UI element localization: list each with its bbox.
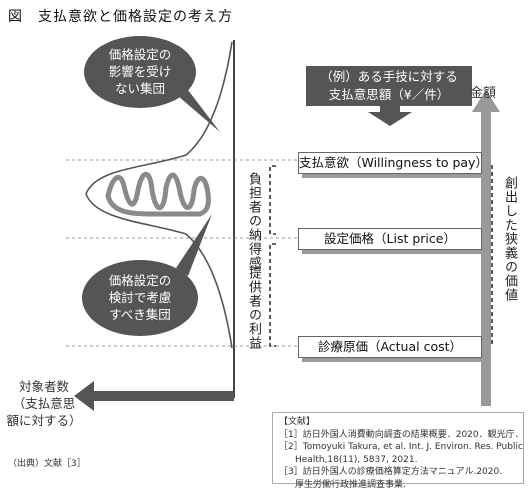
scribble-zone <box>105 171 211 217</box>
speech-bubble-top-tail <box>178 90 220 132</box>
bubble-top-text: 価格設定の 影響を受け ない集団 <box>108 47 172 96</box>
references-box: 【文献】 ［1］訪日外国人消費動向調査の結果概要．2020．観光庁． ［2］To… <box>272 412 524 490</box>
reference-3: ［3］訪日外国人の診療価格算定方法マニュアル.2020. <box>279 467 503 477</box>
amount-axis-arrowhead <box>472 90 500 112</box>
x-axis-label: 対象者数 （支払意思 額に対する） <box>6 379 82 428</box>
bracket-rieki <box>269 243 276 347</box>
down-arrow <box>368 102 412 126</box>
source-note: （出典）文献［3］ <box>8 459 86 469</box>
label-rieki: 提供者の利益 <box>246 266 261 350</box>
distribution-curve <box>85 41 233 349</box>
speech-bubble-bottom-tail <box>176 214 212 276</box>
bubble-bottom-text: 価格設定の 検討で考慮 すべき集団 <box>108 273 172 322</box>
label-nattoku: 負担者の納得感 <box>246 172 261 270</box>
amount-axis <box>481 110 491 406</box>
reference-2: ［2］Tomoyuki Takura, et al. Int. J. Envir… <box>279 442 523 452</box>
label-sousyutsu: 創出した狭義の価値 <box>502 176 517 302</box>
bracket-nattoku <box>269 165 276 235</box>
reference-2-cont: Health,18(11), 5837, 2021. <box>295 454 418 465</box>
box-actual-cost: 診療原価（Actual cost） <box>298 336 482 358</box>
speech-bubble-top <box>84 36 196 108</box>
box-list-price: 設定価格（List price） <box>298 228 482 250</box>
figure-title: 図 支払意欲と価格設定の考え方 <box>8 9 233 25</box>
amount-label: 金額 <box>470 86 497 101</box>
box-willingness-to-pay: 支払意欲（Willingness to pay） <box>298 152 488 174</box>
reference-1: ［1］訪日外国人消費動向調査の結果概要．2020．観光庁． <box>279 429 524 440</box>
x-axis-arrowhead <box>74 381 94 411</box>
reference-3-cont: 厚生労働行政推進調査事業. <box>295 479 406 490</box>
references-heading: 【文献】 <box>279 417 316 427</box>
speech-bubble-bottom <box>82 260 198 336</box>
x-axis <box>92 391 234 401</box>
example-box: （例）ある手技に対する 支払意思額（¥／件） <box>306 66 472 106</box>
